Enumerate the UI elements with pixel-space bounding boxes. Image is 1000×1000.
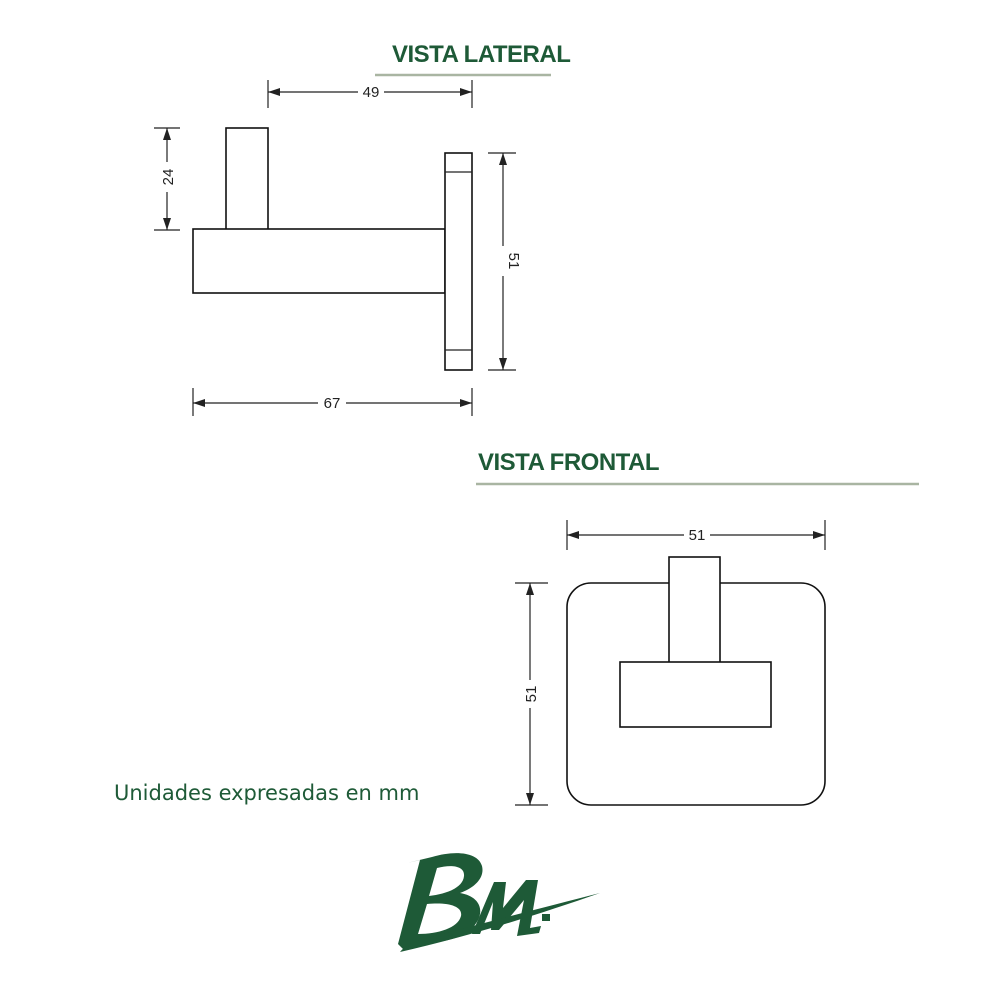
frontal-view-title: VISTA FRONTAL [478, 449, 659, 476]
hook-arm-front [619, 661, 772, 728]
dimension-post-height: 24 [154, 127, 180, 231]
logo-letter-m [472, 880, 541, 936]
dimension-front-height: 51 [515, 582, 548, 806]
dimension-top-width-label: 49 [363, 84, 380, 101]
lateral-view: VISTA LATERAL 49 24 [154, 41, 571, 416]
logo-swoosh [400, 893, 600, 952]
frontal-view: VISTA FRONTAL 51 51 [476, 449, 919, 806]
dimension-post-height-label: 24 [160, 169, 177, 186]
dimension-front-height-label: 51 [523, 686, 540, 703]
hook-post-front [668, 556, 721, 664]
logo-letter-b [398, 853, 483, 950]
dimension-plate-height-label: 51 [505, 253, 522, 270]
lateral-view-title: VISTA LATERAL [392, 41, 570, 68]
dimension-top-width: 49 [267, 80, 473, 108]
wall-plate-side [444, 152, 473, 371]
dimension-front-width-label: 51 [689, 527, 706, 544]
hook-arm [192, 228, 446, 294]
dimension-front-width: 51 [566, 520, 826, 550]
units-note: Unidades expresadas en mm [114, 781, 419, 805]
hook-post [225, 127, 269, 231]
bm-logo [398, 853, 600, 952]
dimension-total-length: 67 [192, 388, 473, 416]
logo-dot [542, 914, 550, 921]
dimension-plate-height: 51 [488, 152, 522, 371]
dimension-total-length-label: 67 [324, 395, 341, 412]
